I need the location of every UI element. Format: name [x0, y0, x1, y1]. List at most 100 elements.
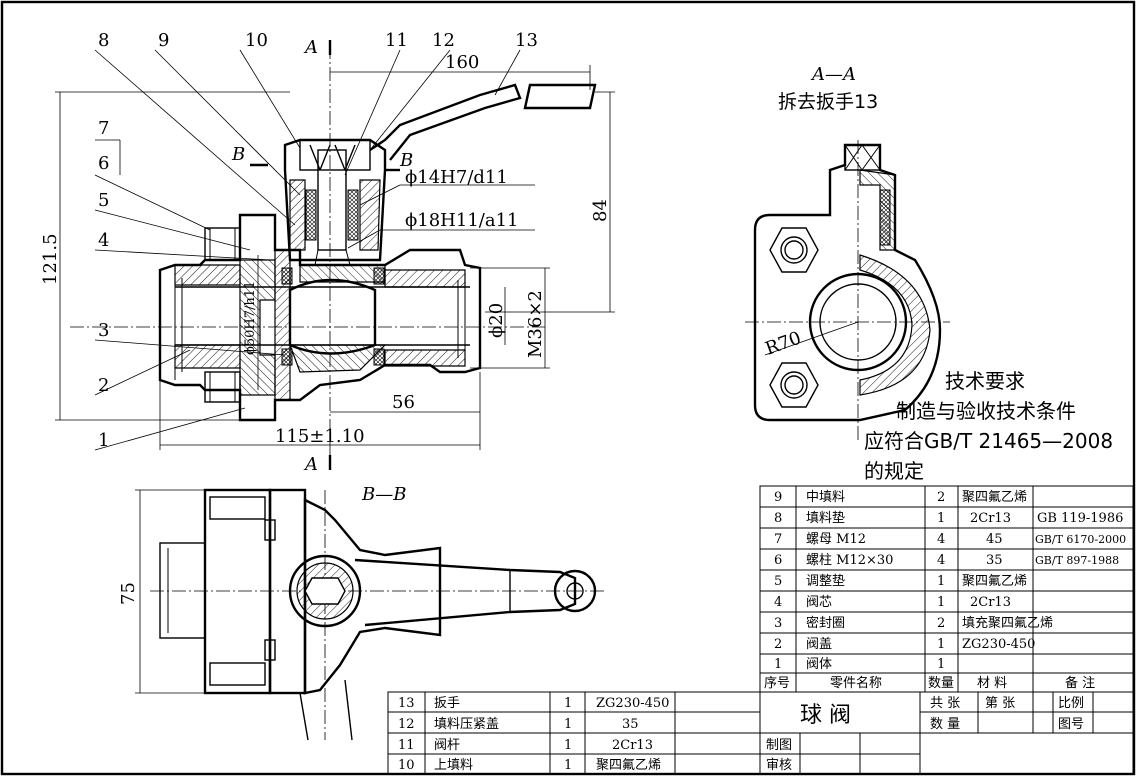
- pl-11-mat: 2Cr13: [612, 738, 653, 753]
- leader-label-6: 6: [98, 153, 109, 174]
- ph-note: 备 注: [1065, 675, 1095, 691]
- dim-phi14: ϕ14H7/d11: [405, 167, 508, 188]
- parts-list-right: 9 中填料 2 聚四氟乙烯 8 填料垫 1 2Cr13 GB 119-1986 …: [759, 485, 1134, 693]
- pr-6-no: 6: [774, 553, 782, 568]
- parts-right-rows: 9 中填料 2 聚四氟乙烯 8 填料垫 1 2Cr13 GB 119-1986 …: [764, 490, 1126, 691]
- tech-req-line3: 的规定: [864, 459, 924, 483]
- title-block: 球 阀 共 张 第 张 比例 数 量 图号 制图 审核: [759, 691, 1134, 775]
- leader-label-9: 9: [158, 30, 169, 51]
- pr-4-no: 4: [774, 595, 782, 610]
- tb-drawn: 制图: [766, 738, 792, 753]
- pl-13-name: 扳手: [434, 695, 460, 711]
- dim-84: 84: [590, 199, 611, 222]
- tb-total-sheets: 共 张: [930, 696, 960, 711]
- tech-req-line1: 制造与验收技术条件: [896, 399, 1076, 423]
- pr-7-qty: 4: [937, 532, 945, 547]
- pr-5-name: 调整垫: [806, 573, 845, 589]
- pr-2-no: 2: [774, 637, 782, 652]
- title-name: 球 阀: [800, 703, 851, 728]
- pr-1-qty: 1: [937, 657, 945, 672]
- section-mark-b-left: B: [231, 144, 245, 165]
- parts-list-left: 13 扳手 1 ZG230-450 12 填料压紧盖 1 35 11 阀杆 1 …: [387, 691, 761, 775]
- leader-label-12: 12: [432, 30, 455, 51]
- leader-label-7: 7: [98, 118, 109, 139]
- pl-11-name: 阀杆: [434, 738, 460, 753]
- dim-160: 160: [445, 52, 479, 73]
- tb-sheet-no: 第 张: [985, 696, 1015, 711]
- leader-label-3: 3: [98, 320, 109, 341]
- leader-label-4: 4: [98, 230, 109, 251]
- pr-8-qty: 1: [937, 511, 945, 526]
- pl-13-qty: 1: [564, 696, 572, 711]
- dim-56: 56: [392, 392, 415, 413]
- pl-10-name: 上填料: [434, 758, 473, 773]
- pl-12-name: 填料压紧盖: [434, 717, 499, 732]
- pr-7-no: 7: [774, 532, 782, 547]
- section-mark-a-bottom: A: [303, 454, 318, 475]
- leader-label-5: 5: [98, 190, 109, 211]
- pr-8-name: 填料垫: [806, 510, 845, 526]
- pr-3-no: 3: [774, 616, 782, 631]
- dim-phi18: ϕ18H11/a11: [405, 210, 518, 231]
- pl-12-no: 12: [398, 717, 415, 732]
- pr-2-qty: 1: [937, 637, 945, 652]
- dim-m36: M36×2: [525, 290, 546, 358]
- section-a-view: A—A 拆去扳手13 R70: [745, 64, 950, 440]
- pr-3-qty: 2: [937, 616, 945, 631]
- pl-10-no: 10: [398, 758, 415, 773]
- leader-label-11: 11: [385, 30, 408, 51]
- pr-2-name: 阀盖: [806, 637, 832, 652]
- ph-qty: 数量: [928, 676, 954, 691]
- section-b-view: B—B 75: [118, 484, 605, 741]
- pl-10-qty: 1: [564, 758, 572, 773]
- pr-3-mat: 填充聚四氟乙烯: [962, 615, 1053, 631]
- pr-3-name: 密封圈: [806, 615, 845, 631]
- section-mark-b-right: B: [399, 150, 413, 171]
- tb-checked: 审核: [766, 758, 792, 773]
- pr-4-qty: 1: [937, 595, 945, 610]
- pr-7-name: 螺母 M12: [806, 532, 866, 547]
- leader-label-8: 8: [98, 30, 109, 51]
- tb-quantity: 数 量: [930, 717, 960, 732]
- pr-1-name: 阀体: [806, 657, 832, 672]
- pr-8-mat: 2Cr13: [970, 511, 1011, 526]
- tb-scale: 比例: [1058, 696, 1084, 711]
- pr-6-note: GB/T 897-1988: [1035, 554, 1119, 567]
- pl-11-no: 11: [398, 738, 415, 753]
- pl-12-qty: 1: [564, 717, 572, 732]
- dim-121-5: 121.5: [40, 233, 61, 285]
- pr-6-qty: 4: [937, 553, 945, 568]
- leader-lines: [94, 49, 521, 451]
- pr-5-no: 5: [774, 574, 782, 589]
- pl-13-mat: ZG230-450: [596, 696, 669, 711]
- pr-4-mat: 2Cr13: [970, 595, 1011, 610]
- pl-11-qty: 1: [564, 738, 572, 753]
- pr-9-mat: 聚四氟乙烯: [962, 490, 1027, 505]
- pr-9-name: 中填料: [806, 490, 845, 505]
- pr-7-mat: 45: [986, 532, 1003, 547]
- leader-label-10: 10: [245, 30, 268, 51]
- leader-label-1: 1: [98, 430, 109, 451]
- pl-10-mat: 聚四氟乙烯: [596, 758, 661, 773]
- section-mark-a-top: A: [303, 37, 318, 58]
- dim-phi20: ϕ20: [486, 303, 507, 338]
- dim-75: 75: [118, 582, 139, 605]
- pr-5-qty: 1: [937, 574, 945, 589]
- pr-5-mat: 聚四氟乙烯: [962, 574, 1027, 589]
- ph-name: 零件名称: [830, 675, 882, 691]
- pl-13-no: 13: [398, 696, 415, 711]
- leader-label-2: 2: [98, 375, 109, 396]
- ph-mat: 材 料: [977, 676, 1007, 691]
- pr-6-mat: 35: [986, 553, 1003, 568]
- pr-4-name: 阀芯: [806, 595, 832, 610]
- section-a-note: 拆去扳手13: [778, 91, 878, 113]
- pr-9-qty: 2: [937, 490, 945, 505]
- pr-6-name: 螺柱 M12×30: [806, 553, 893, 568]
- tech-req-title: 技术要求: [945, 369, 1025, 393]
- section-b-title: B—B: [361, 484, 406, 505]
- technical-requirements: 技术要求 制造与验收技术条件 应符合GB/T 21465—2008 的规定: [864, 369, 1113, 483]
- pr-9-no: 9: [774, 490, 782, 505]
- ph-no: 序号: [764, 676, 790, 691]
- dim-phi50: ϕ50H7/h11: [243, 281, 258, 355]
